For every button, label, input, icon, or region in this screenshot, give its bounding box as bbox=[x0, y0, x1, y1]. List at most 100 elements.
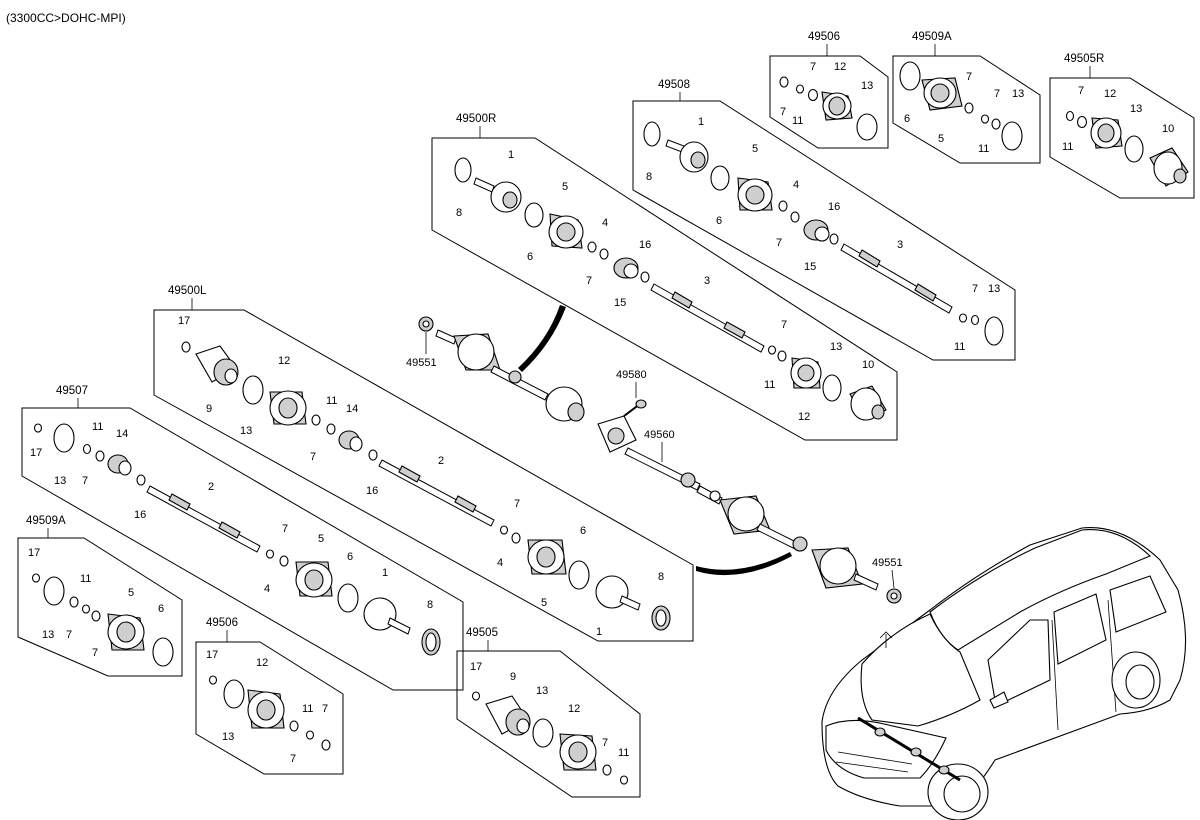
group-49507[interactable]: 49507 17 13 7 11 bbox=[21, 385, 464, 691]
group-label-49500r: 49500R bbox=[456, 113, 496, 125]
clamp-icon bbox=[964, 102, 974, 114]
callout-49560: 49560 bbox=[644, 429, 675, 441]
clamp-icon bbox=[368, 449, 378, 461]
clamp-icon bbox=[81, 604, 91, 614]
clamp-icon bbox=[31, 573, 41, 583]
group-label-49506-bottom: 49506 bbox=[206, 617, 238, 629]
part-17: 17 bbox=[30, 447, 42, 459]
part-1: 1 bbox=[508, 149, 514, 161]
clamp-icon bbox=[807, 88, 819, 102]
part-7: 7 bbox=[514, 498, 520, 510]
boot-icon bbox=[790, 357, 822, 389]
part-11: 11 bbox=[618, 747, 629, 759]
group-49506-bottom[interactable]: 49506 17 12 13 7 11 7 bbox=[195, 617, 344, 775]
clamp-icon bbox=[208, 675, 218, 685]
pointer-arrow-lower bbox=[696, 552, 792, 576]
part-4: 4 bbox=[264, 583, 270, 595]
minivan-icon bbox=[821, 527, 1187, 820]
part-13: 13 bbox=[54, 475, 66, 487]
cv-joint-icon bbox=[597, 415, 637, 453]
clamp-icon bbox=[311, 414, 321, 426]
clamp-icon bbox=[970, 314, 980, 326]
clamp-icon bbox=[829, 233, 839, 245]
clamp-icon bbox=[790, 211, 800, 223]
part-12: 12 bbox=[278, 355, 290, 367]
part-1: 1 bbox=[596, 626, 602, 638]
cv-joint-icon bbox=[545, 386, 585, 422]
group-49500r[interactable]: 49500R bbox=[431, 113, 898, 441]
group-label-49509a-left: 49509A bbox=[26, 515, 66, 527]
part-17: 17 bbox=[470, 661, 482, 673]
part-5: 5 bbox=[562, 181, 568, 193]
cv-joint-icon bbox=[803, 219, 830, 242]
part-16: 16 bbox=[639, 239, 651, 251]
part-12: 12 bbox=[256, 657, 268, 669]
part-1: 1 bbox=[698, 116, 704, 128]
part-16: 16 bbox=[134, 509, 146, 521]
cv-joint-icon bbox=[338, 430, 363, 452]
ring-icon bbox=[532, 718, 554, 748]
part-11: 11 bbox=[954, 341, 965, 353]
boot-icon bbox=[548, 213, 584, 249]
clamp-icon bbox=[619, 775, 629, 785]
ring-icon bbox=[822, 374, 842, 402]
part-10: 10 bbox=[862, 359, 874, 371]
part-7: 7 bbox=[310, 451, 316, 463]
part-8: 8 bbox=[427, 599, 433, 611]
part-13: 13 bbox=[830, 341, 842, 353]
group-49509a-top[interactable]: 49509A 6 5 7 7 11 13 bbox=[892, 31, 1041, 164]
group-49506-top[interactable]: 49506 7 7 11 12 13 bbox=[769, 31, 889, 149]
driveshaft-assembly-49560[interactable]: 49551 49580 49560 bbox=[406, 316, 903, 604]
part-13: 13 bbox=[1130, 103, 1142, 115]
clamp-icon bbox=[69, 596, 79, 608]
part-7: 7 bbox=[776, 237, 782, 249]
boot-icon bbox=[737, 177, 773, 212]
group-49505r[interactable]: 49505R 7 11 12 13 10 bbox=[1049, 53, 1195, 199]
clamp-icon bbox=[1076, 115, 1088, 129]
part-1: 1 bbox=[382, 567, 388, 579]
part-6: 6 bbox=[580, 525, 586, 537]
clamp-icon bbox=[33, 423, 43, 433]
part-12: 12 bbox=[568, 703, 580, 715]
clamp-icon bbox=[767, 345, 777, 355]
clamp-icon bbox=[471, 691, 481, 701]
cv-joint-icon bbox=[849, 385, 887, 421]
part-4: 4 bbox=[497, 557, 503, 569]
group-label-49509a-top: 49509A bbox=[912, 31, 952, 43]
clamp-icon bbox=[602, 764, 612, 776]
clamp-icon bbox=[499, 525, 509, 535]
part-14: 14 bbox=[116, 428, 128, 440]
part-5: 5 bbox=[318, 533, 324, 545]
part-7: 7 bbox=[282, 523, 288, 535]
part-8: 8 bbox=[658, 571, 664, 583]
part-12: 12 bbox=[1104, 88, 1116, 100]
clamp-icon bbox=[958, 313, 968, 323]
group-49500l[interactable]: 49500L bbox=[153, 285, 694, 642]
part-7: 7 bbox=[780, 106, 786, 118]
cv-joint-icon bbox=[1149, 147, 1189, 187]
group-49509a-left[interactable]: 49509A 17 13 7 11 7 5 6 bbox=[17, 515, 183, 677]
group-49508[interactable]: 49508 8 1 6 5 bbox=[632, 79, 1016, 361]
part-6: 6 bbox=[347, 551, 353, 563]
cv-joint-icon bbox=[485, 695, 531, 736]
ring-icon bbox=[242, 375, 264, 405]
part-11: 11 bbox=[92, 421, 103, 433]
part-5: 5 bbox=[938, 133, 944, 145]
group-49505[interactable]: 49505 17 9 13 12 7 11 bbox=[456, 627, 641, 798]
ring-icon bbox=[53, 423, 75, 453]
part-3: 3 bbox=[704, 275, 710, 287]
boot-icon bbox=[1090, 117, 1123, 149]
nut-icon bbox=[418, 316, 434, 332]
nut-icon bbox=[886, 588, 902, 604]
part-17: 17 bbox=[206, 649, 218, 661]
ring-icon bbox=[1001, 121, 1023, 151]
part-11: 11 bbox=[978, 143, 989, 155]
callout-49580: 49580 bbox=[616, 369, 647, 381]
ring-icon bbox=[856, 113, 878, 141]
part-11: 11 bbox=[792, 115, 803, 127]
clamp-icon bbox=[777, 350, 787, 362]
ring-icon bbox=[651, 605, 671, 631]
clamp-icon bbox=[1065, 110, 1075, 122]
part-7: 7 bbox=[810, 61, 816, 73]
part-7: 7 bbox=[966, 71, 972, 83]
